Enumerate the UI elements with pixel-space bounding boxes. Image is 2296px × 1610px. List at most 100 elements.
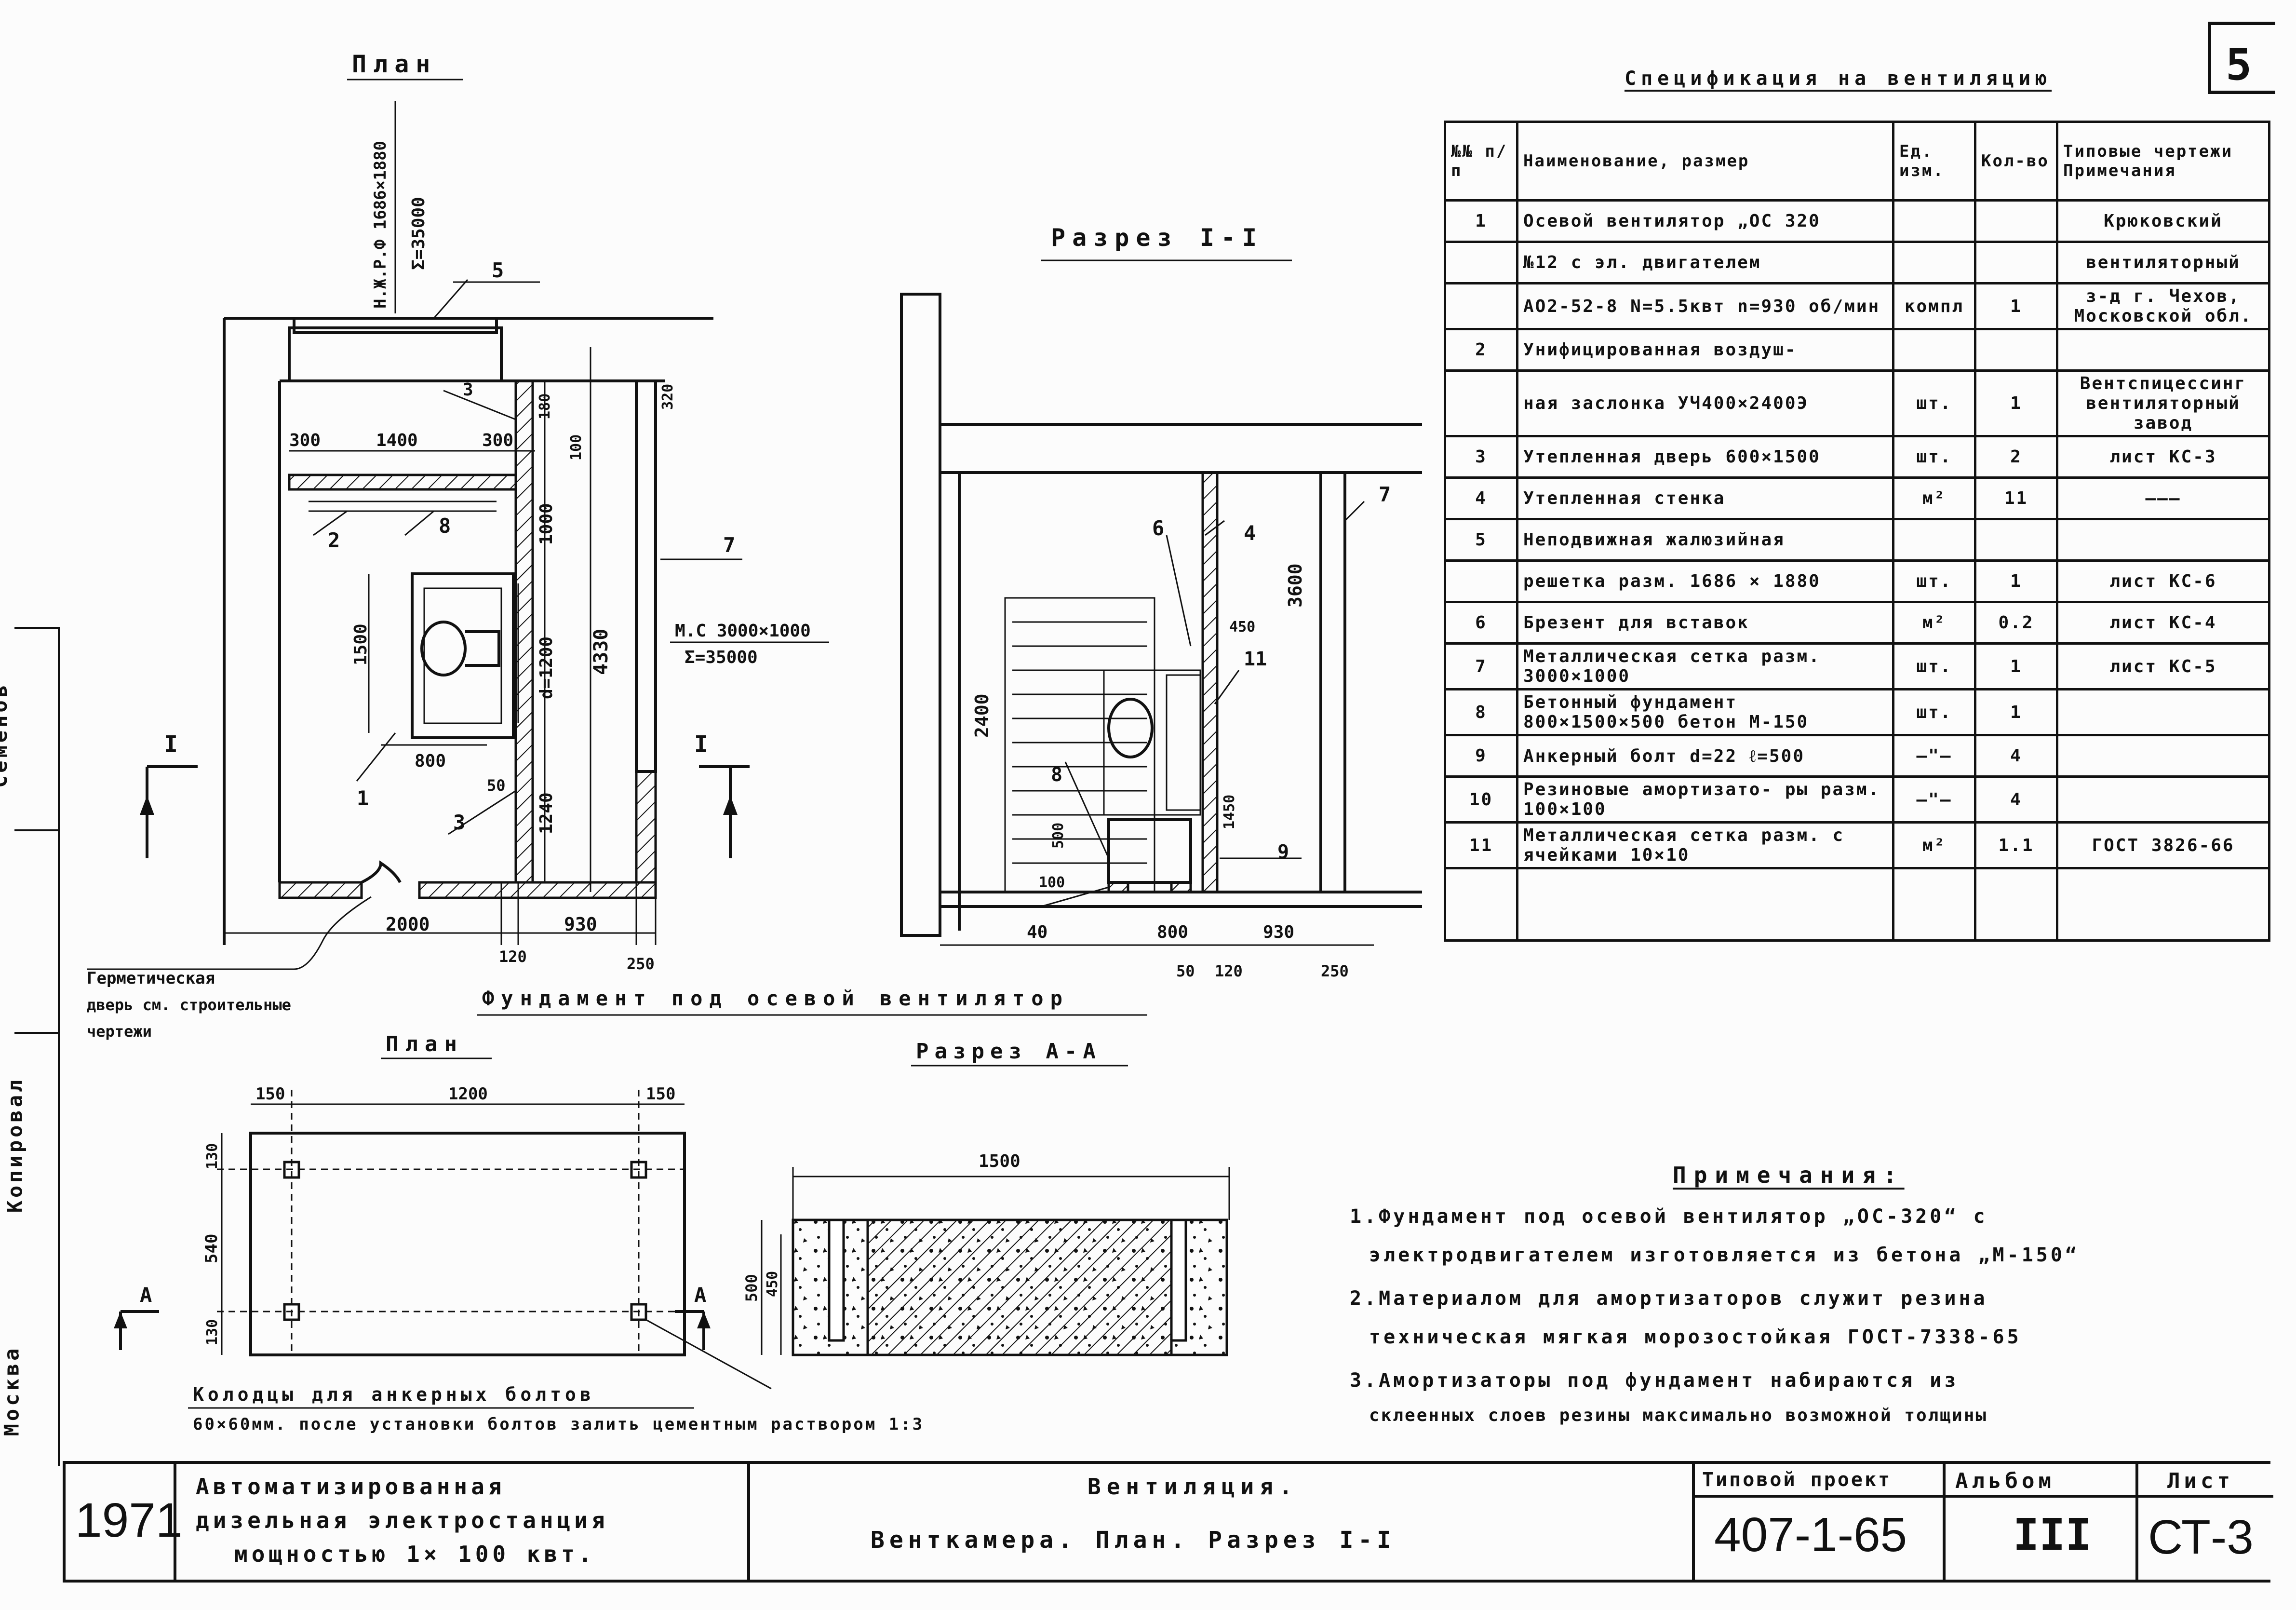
note-line: 2.Материалом для амортизаторов служит ре… bbox=[1350, 1287, 1988, 1310]
foundation-dim-150a: 150 bbox=[255, 1084, 285, 1104]
plan-dim-930: 930 bbox=[564, 914, 597, 935]
plan-grille-label-1: М.С 3000×1000 bbox=[675, 621, 811, 641]
foundation-plan-drawing bbox=[114, 1090, 772, 1390]
spec-cell-num: 8 bbox=[1444, 688, 1518, 736]
note-line: электродвигателем изготовляется из бетон… bbox=[1369, 1244, 2080, 1266]
section-1-callout-8: 8 bbox=[1051, 764, 1062, 786]
spec-cell-unit bbox=[1892, 241, 1976, 284]
plan-callout-8: 8 bbox=[439, 514, 451, 538]
spec-cell-num bbox=[1444, 282, 1518, 330]
tb-album-value: III bbox=[2013, 1510, 2092, 1560]
spec-cell-name: №12 с эл. двигателем bbox=[1516, 241, 1894, 284]
door-note-1: Герметическая bbox=[87, 969, 215, 988]
tb-sheet-title-2: Венткамера. План. Разрез I-I bbox=[871, 1527, 1396, 1554]
notes-title: Примечания: bbox=[1673, 1162, 1905, 1188]
tb-sheet-title-1: Вентиляция. bbox=[1088, 1474, 1298, 1500]
plan-callout-1: 1 bbox=[357, 786, 369, 810]
spec-cell-num bbox=[1444, 369, 1518, 437]
foundation-dim-1200: 1200 bbox=[448, 1084, 488, 1104]
note-line: 3.Амортизаторы под фундамент набираются … bbox=[1350, 1369, 1959, 1392]
section-1-dim-930: 930 bbox=[1263, 922, 1294, 942]
section-1-dim-120: 120 bbox=[1215, 962, 1243, 980]
sheet-number-box: 5 bbox=[2208, 22, 2275, 94]
plan-dim-50: 50 bbox=[487, 776, 506, 795]
plan-grille-label-2: Σ=35000 bbox=[685, 648, 758, 667]
spec-cell-unit: м² bbox=[1892, 476, 1976, 520]
spec-cell-qty: 2 bbox=[1974, 435, 2058, 479]
spec-cell-unit: —"— bbox=[1892, 734, 1976, 778]
note-line: техническая мягкая морозостойкая ГОСТ-73… bbox=[1369, 1326, 2022, 1348]
spec-cell-name: ная заслонка УЧ400×2400Э bbox=[1516, 369, 1894, 437]
spec-cell-num bbox=[1444, 559, 1518, 603]
tb-project-3: мощностью 1× 100 квт. bbox=[234, 1541, 596, 1567]
spec-cell-note: лист КС-6 bbox=[2056, 559, 2270, 603]
section-1-callout-11: 11 bbox=[1244, 648, 1267, 670]
section-1-louvre-slats bbox=[1012, 621, 1147, 864]
tb-project-cell: Автоматизированная дизельная электростан… bbox=[174, 1464, 747, 1580]
spec-cell-note bbox=[2056, 775, 2270, 824]
foundation-dim-130a: 130 bbox=[204, 1143, 221, 1169]
foundation-section-mark-right: А bbox=[694, 1283, 706, 1307]
spec-cell-name: Металлическая сетка разм. с ячейками 10×… bbox=[1516, 821, 1894, 869]
plan-dim-4330: 4330 bbox=[590, 629, 612, 675]
spec-cell-note bbox=[2056, 688, 2270, 736]
plan-dim-180: 180 bbox=[537, 393, 553, 419]
spec-cell-num bbox=[1444, 241, 1518, 284]
spec-cell-qty: 4 bbox=[1974, 734, 2058, 778]
section-1-dim-100: 100 bbox=[1039, 874, 1065, 891]
spec-cell-qty: 1.1 bbox=[1974, 821, 2058, 869]
foundation-section-dim-1500: 1500 bbox=[979, 1151, 1020, 1171]
spec-cell-note: вентиляторный bbox=[2056, 241, 2270, 284]
foundation-section-dim-500: 500 bbox=[742, 1274, 761, 1302]
tb-typical-project-cell: Типовой проект 407-1-65 bbox=[1692, 1464, 1946, 1580]
tb-sheet-cell: Лист СТ-3 bbox=[2135, 1464, 2273, 1580]
spec-cell-name: Резиновые амортизато- ры разм. 100×100 bbox=[1516, 775, 1894, 824]
spec-cell-qty bbox=[1974, 518, 2058, 562]
plan-dim-100: 100 bbox=[568, 434, 585, 460]
spec-cell-qty: 11 bbox=[1974, 476, 2058, 520]
section-1-dim-450: 450 bbox=[1229, 619, 1255, 636]
door-note-2: дверь см. строительные bbox=[87, 996, 291, 1014]
section-1-dim-250: 250 bbox=[1321, 962, 1349, 980]
tb-typical-project-label: Типовой проект bbox=[1702, 1469, 1892, 1491]
spec-cell-qty: 1 bbox=[1974, 559, 2058, 603]
spec-cell-num: 4 bbox=[1444, 476, 1518, 520]
plan-dim-120: 120 bbox=[499, 947, 527, 966]
spec-cell-name: Бетонный фундамент 800×1500×500 бетон М-… bbox=[1516, 688, 1894, 736]
plan-callout-5: 5 bbox=[492, 258, 504, 282]
section-1-callout-7: 7 bbox=[1379, 483, 1391, 506]
tb-project-2: дизельная электростанция bbox=[196, 1507, 609, 1533]
spec-row: №12 с эл. двигателем вентиляторный bbox=[1444, 241, 2270, 284]
spec-cell-unit: компл bbox=[1892, 282, 1976, 330]
spec-cell-num bbox=[1444, 867, 1518, 942]
plan-dim-250: 250 bbox=[627, 955, 655, 973]
sheet-number: 5 bbox=[2226, 40, 2255, 90]
plan-callout-2: 2 bbox=[328, 528, 340, 552]
spec-cell-unit bbox=[1892, 867, 1976, 942]
spec-header: Типовые чертежи Примечания bbox=[2056, 121, 2270, 202]
spec-cell-note: лист КС-3 bbox=[2056, 435, 2270, 479]
plan-dim-300b: 300 bbox=[482, 431, 513, 450]
spec-cell-note bbox=[2056, 328, 2270, 372]
tb-sheet-title-cell: Вентиляция. Венткамера. План. Разрез I-I bbox=[747, 1464, 1692, 1580]
spec-cell-num: 3 bbox=[1444, 435, 1518, 479]
drawings-svg: План Н.Ж.Р.Ф 1686×1880 Σ=35000 5 3 300 1… bbox=[87, 50, 1422, 1434]
spec-cell-qty bbox=[1974, 241, 2058, 284]
spec-cell-name: Неподвижная жалюзийная bbox=[1516, 518, 1894, 562]
spec-cell-qty bbox=[1974, 867, 2058, 942]
plan-section-mark-left: I bbox=[164, 731, 178, 758]
section-1-title: Разрез I-I bbox=[1051, 224, 1263, 252]
plan-section-mark-right: I bbox=[694, 731, 708, 758]
section-1-callout-6: 6 bbox=[1152, 516, 1164, 540]
spec-cell-name: Утепленная стенка bbox=[1516, 476, 1894, 520]
spec-header-row: №№ п/п Наименование, размер Ед. изм. Кол… bbox=[1444, 121, 2270, 202]
spec-cell-note: з-д г. Чехов, Московской обл. bbox=[2056, 282, 2270, 330]
spec-cell-num: 7 bbox=[1444, 642, 1518, 690]
